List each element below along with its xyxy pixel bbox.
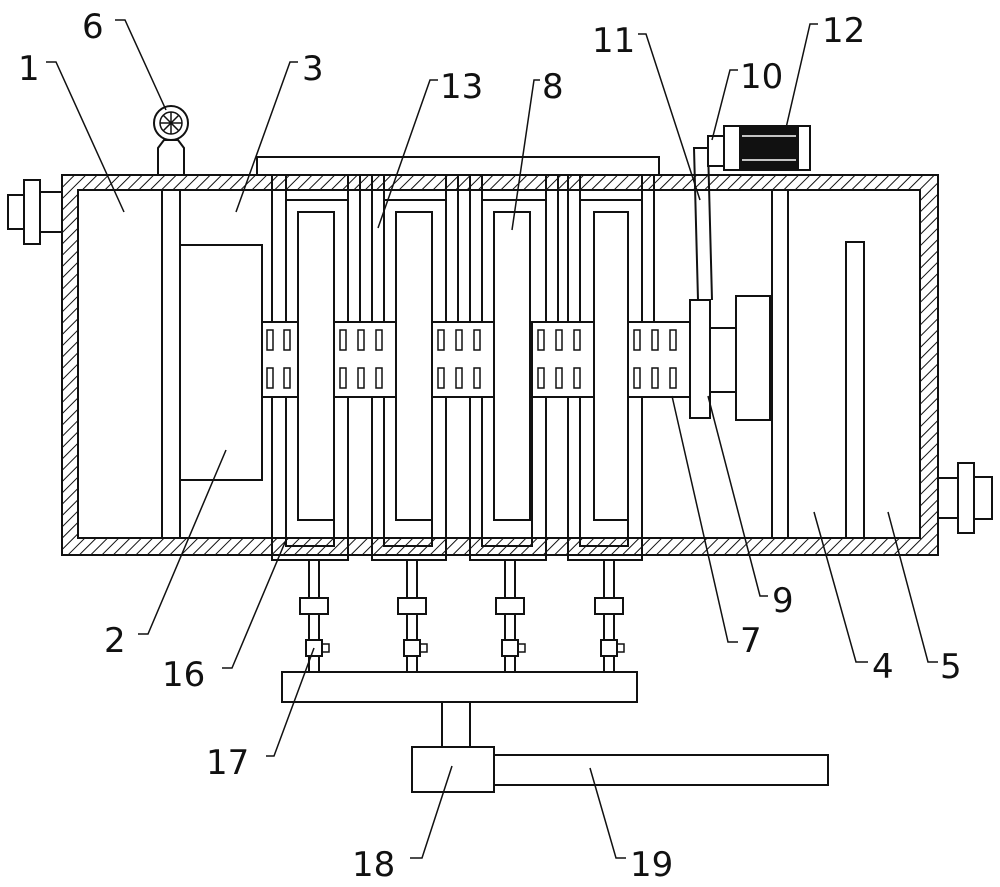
- label-7: 7: [740, 621, 762, 661]
- lower-pipes: [271, 397, 643, 561]
- label-12: 12: [822, 11, 865, 51]
- label-10: 10: [740, 57, 783, 97]
- top-plate: [256, 156, 660, 176]
- drive-assembly: [689, 125, 811, 421]
- label-4: 4: [872, 647, 894, 687]
- right-flange: [937, 462, 993, 534]
- label-13: 13: [440, 67, 483, 107]
- left-flange: [7, 179, 63, 245]
- label-9: 9: [772, 581, 794, 621]
- label-19: 19: [630, 845, 673, 885]
- left-partition: [161, 190, 181, 538]
- label-16: 16: [162, 655, 205, 695]
- fan-icon: [153, 105, 189, 175]
- label-1: 1: [18, 49, 40, 89]
- part-labels: 1 6 3 13 8 11 10 12 2 16 17 18 19 7 9 4 …: [18, 7, 962, 885]
- leader-lines: [46, 19, 938, 859]
- label-17: 17: [206, 743, 249, 783]
- perforation-slots: [266, 329, 677, 389]
- manifold: [281, 671, 638, 703]
- label-11: 11: [592, 21, 635, 61]
- motor: [739, 125, 799, 171]
- inner-block: [179, 244, 263, 481]
- label-8: 8: [542, 67, 564, 107]
- right-partitions: [771, 190, 865, 539]
- filter-plates: [297, 211, 629, 521]
- label-6: 6: [82, 7, 104, 47]
- label-2: 2: [104, 621, 126, 661]
- collector-column: [411, 701, 829, 793]
- label-18: 18: [352, 845, 395, 885]
- label-3: 3: [302, 49, 324, 89]
- u-loops: [285, 190, 643, 201]
- label-5: 5: [940, 647, 962, 687]
- separator-blocks: [261, 321, 691, 398]
- drain-valves: [299, 560, 625, 672]
